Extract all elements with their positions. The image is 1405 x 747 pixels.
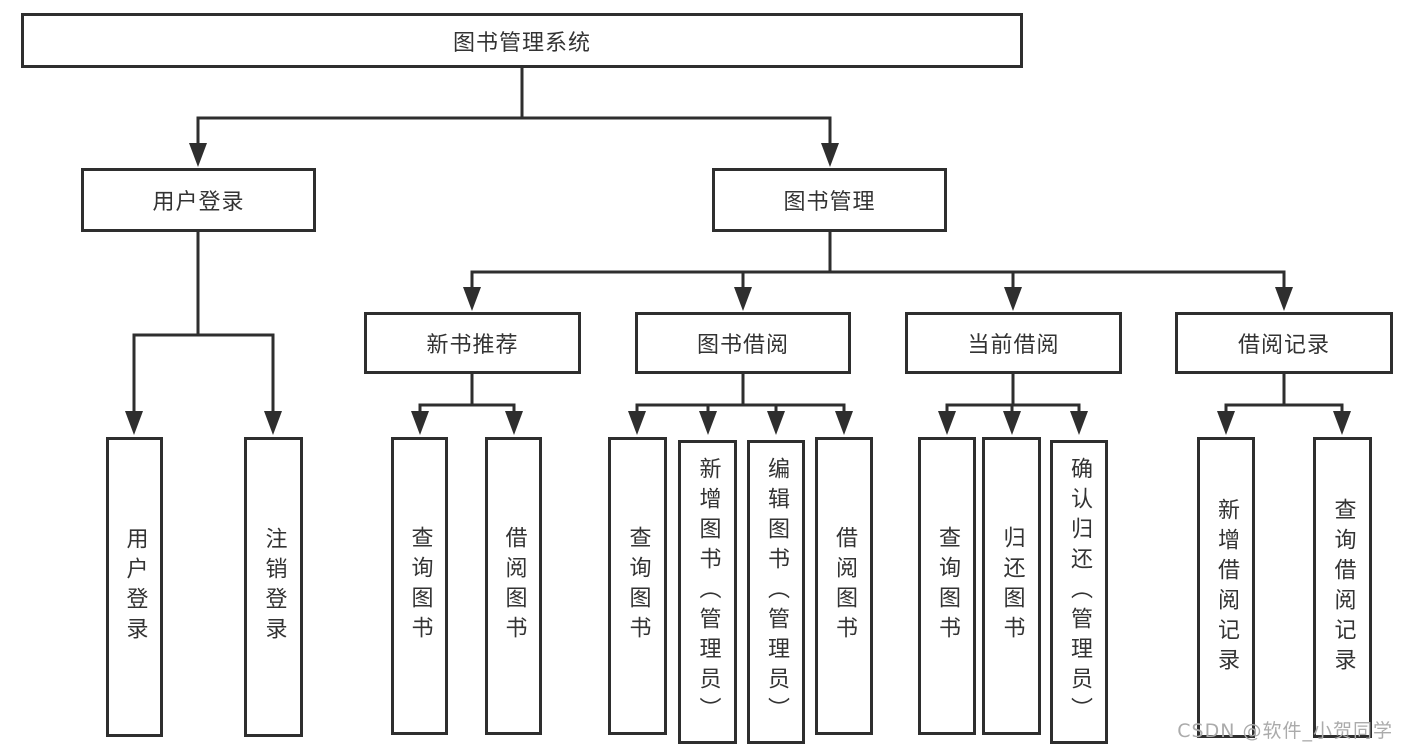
node-library-system: 图书管理系统 <box>21 13 1023 68</box>
node-user-login: 用户登录 <box>81 168 316 232</box>
node-label: 查询图书 <box>625 526 651 646</box>
node-label: 编辑图书（管理员） <box>764 457 789 727</box>
node-label: 借阅图书 <box>832 526 857 646</box>
node-borrow-books: 借阅图书 <box>485 437 542 735</box>
node-label: 图书借阅 <box>696 333 789 358</box>
node-label: 归还图书 <box>999 526 1025 646</box>
watermark: CSDN @软件_小贺同学 <box>1177 720 1393 742</box>
node-borrowing-records: 借阅记录 <box>1175 312 1393 374</box>
node-query-books: 查询图书 <box>391 437 448 735</box>
node-book-management: 图书管理 <box>712 168 947 232</box>
node-query-borrow-record: 查询借阅记录 <box>1313 437 1372 738</box>
node-label: 查询借阅记录 <box>1330 497 1356 678</box>
node-label: 借阅记录 <box>1237 333 1330 358</box>
node-confirm-return-admin: 确认归还（管理员） <box>1050 440 1108 744</box>
edge-borrowing-records-to-children <box>1224 372 1344 416</box>
node-label: 图书管理 <box>783 190 876 215</box>
node-add-borrow-record: 新增借阅记录 <box>1197 437 1255 738</box>
arrowhead-icons <box>125 143 1351 435</box>
edge-book-management-to-sections <box>470 230 1286 292</box>
node-label: 查询图书 <box>935 526 960 646</box>
node-edit-books-admin: 编辑图书（管理员） <box>747 440 805 744</box>
node-current-borrowing: 当前借阅 <box>905 312 1122 374</box>
node-query-books: 查询图书 <box>918 437 976 735</box>
node-label: 新书推荐 <box>426 333 519 358</box>
node-query-books: 查询图书 <box>608 437 667 735</box>
edge-current-borrowing-to-children <box>945 372 1081 416</box>
edge-root-to-level2 <box>196 66 832 148</box>
node-logout: 注销登录 <box>244 437 303 737</box>
node-label: 新增图书（管理员） <box>695 457 721 727</box>
node-new-book-recommend: 新书推荐 <box>364 312 581 374</box>
node-add-books-admin: 新增图书（管理员） <box>678 440 737 744</box>
node-label: 图书管理系统 <box>452 30 591 56</box>
node-borrow-books: 借阅图书 <box>815 437 873 735</box>
node-label: 借阅图书 <box>501 526 527 646</box>
edge-user-login-to-children <box>132 230 275 414</box>
node-user-login-leaf: 用户登录 <box>106 437 163 737</box>
node-label: 用户登录 <box>122 527 148 647</box>
edge-book-borrowing-to-children <box>635 372 846 416</box>
node-label: 用户登录 <box>152 190 245 215</box>
node-label: 注销登录 <box>261 527 287 647</box>
node-label: 确认归还（管理员） <box>1067 457 1092 727</box>
node-label: 查询图书 <box>407 526 433 646</box>
node-book-borrowing: 图书借阅 <box>635 312 851 374</box>
node-label: 新增借阅记录 <box>1214 497 1239 678</box>
edge-new-book-recommend-to-children <box>418 372 516 416</box>
node-label: 当前借阅 <box>967 333 1060 358</box>
node-return-books: 归还图书 <box>982 437 1041 735</box>
